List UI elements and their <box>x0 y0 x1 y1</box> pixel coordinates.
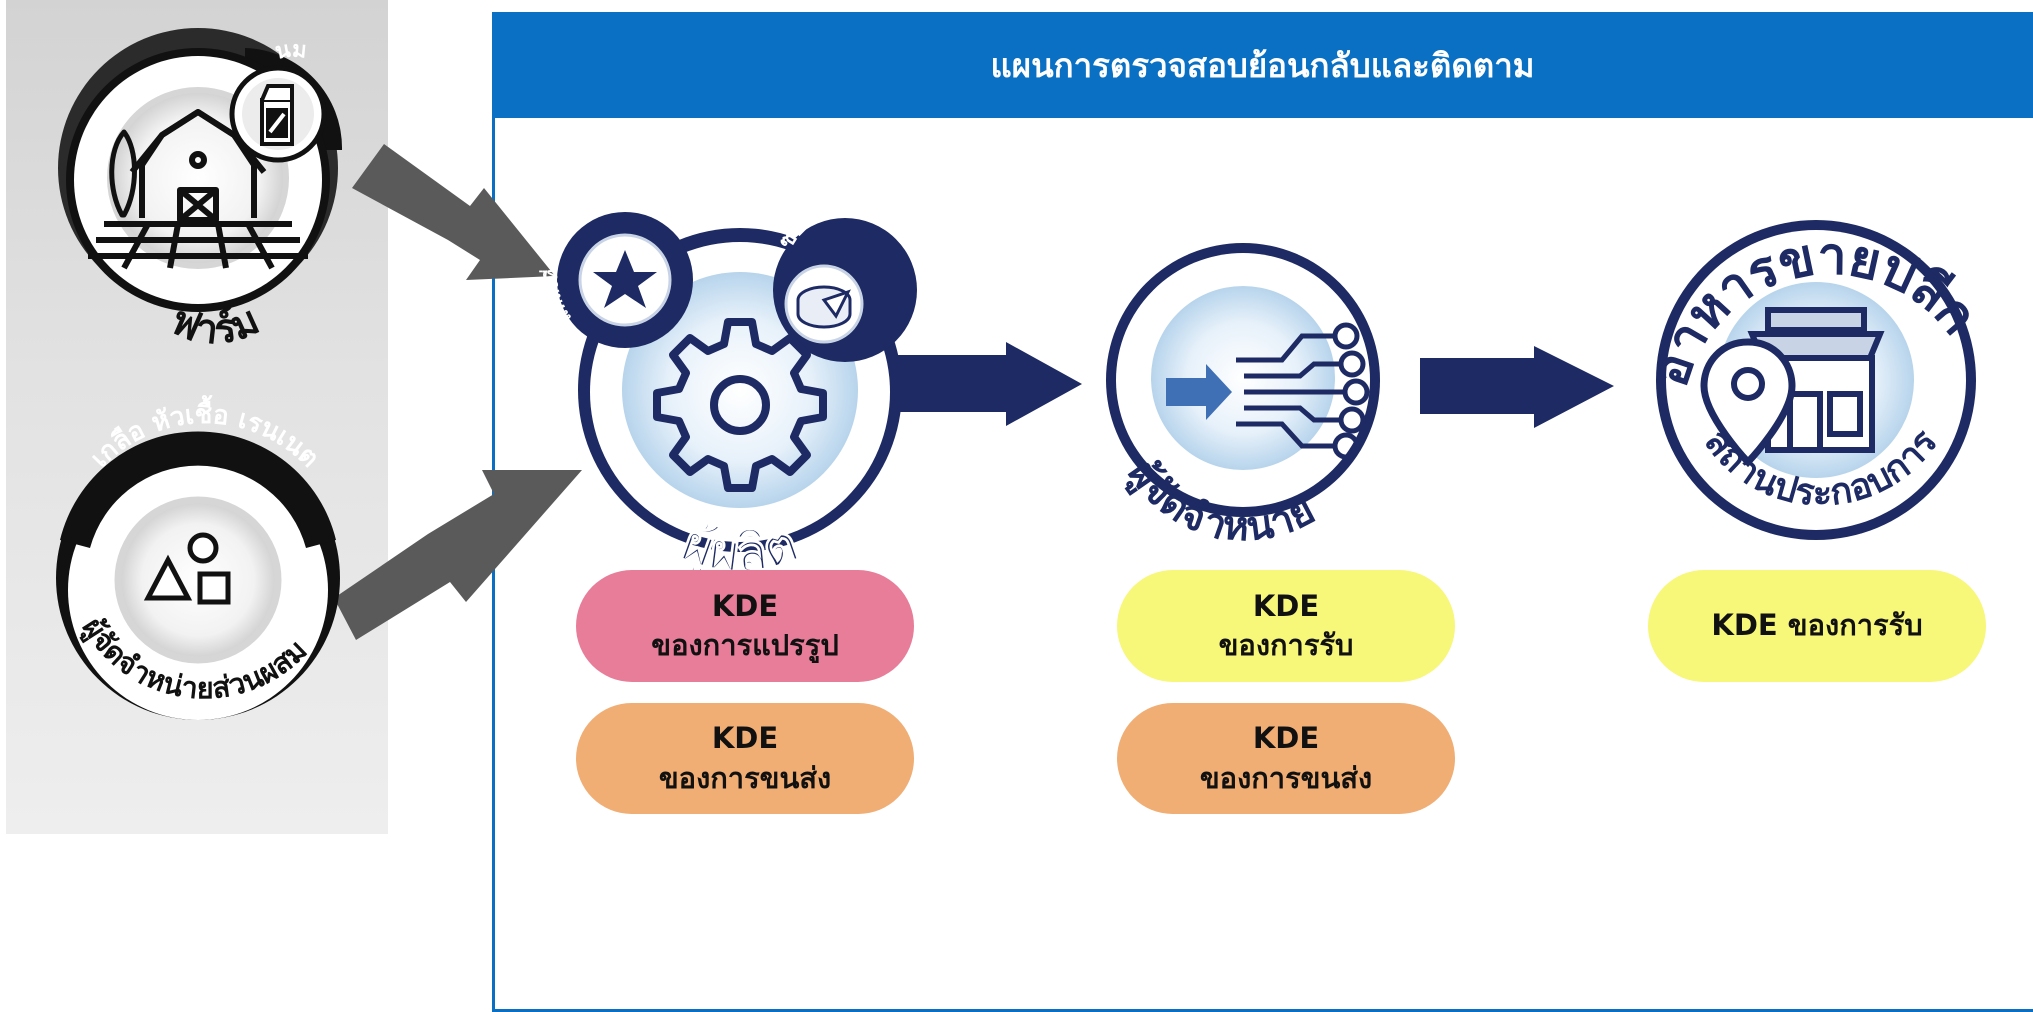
producer-node: แหล่งที่มาของ TLC ซอฟต์ชีส ผู้ผลิต <box>539 192 917 585</box>
kde-retail-receiving-text: KDE ของการรับ <box>1711 608 1923 643</box>
kde-transformation-pill: KDE ของการแปรรูป <box>576 570 914 682</box>
kde-transformation-line2: ของการแปรรูป <box>651 628 839 662</box>
kde-distributor-shipping-line2: ของการขนส่ง <box>1199 760 1373 795</box>
plan-title: แผนการตรวจสอบย้อนกลับและติดตาม <box>492 12 2033 118</box>
soft-cheese-badge <box>784 264 864 344</box>
shapes-icon <box>143 532 231 605</box>
milk-carton-icon <box>260 84 294 146</box>
farm-to-producer-arrow <box>352 144 555 280</box>
star-icon <box>593 250 657 308</box>
distributor-node: ผู้จัดจำหน่าย <box>1106 243 1380 550</box>
network-arrow-icon <box>1166 322 1370 460</box>
gear-icon <box>653 318 827 492</box>
location-pin-icon <box>1700 338 1796 468</box>
kde-producer-shipping-pill: KDE ของการขนส่ง <box>576 703 914 814</box>
kde-distributor-shipping-line1: KDE <box>1252 721 1320 756</box>
ingredient-supplier-node: เกลือ หัวเชื้อ เรนเนต ผู้จัดจำหน่ายส่วนผ… <box>56 394 340 720</box>
kde-transformation-line1: KDE <box>711 588 779 623</box>
producer-to-distributor-arrow <box>894 342 1082 426</box>
kde-distributor-receiving-line2: ของการรับ <box>1218 628 1354 662</box>
tlc-source-badge <box>578 233 672 327</box>
kde-producer-shipping-line1: KDE <box>711 721 779 756</box>
kde-distributor-receiving-line1: KDE <box>1252 588 1320 623</box>
farm-node: นม ฟาร์ม <box>58 28 343 354</box>
milk-badge <box>229 65 327 163</box>
kde-retail-receiving-pill: KDE ของการรับ <box>1648 570 1986 682</box>
farm-badge-label: นม <box>273 37 308 64</box>
retail-node: อาหารขายปลีก สถานประกอบการ <box>1640 220 1988 540</box>
kde-distributor-shipping-pill: KDE ของการขนส่ง <box>1117 703 1455 814</box>
svg-text:นม: นม <box>273 37 308 64</box>
cheese-icon <box>796 285 852 329</box>
distributor-to-retail-arrow <box>1420 346 1614 428</box>
kde-distributor-receiving-pill: KDE ของการรับ <box>1117 570 1455 682</box>
kde-producer-shipping-line2: ของการขนส่ง <box>658 760 832 795</box>
supplier-to-producer-arrow <box>334 470 582 640</box>
